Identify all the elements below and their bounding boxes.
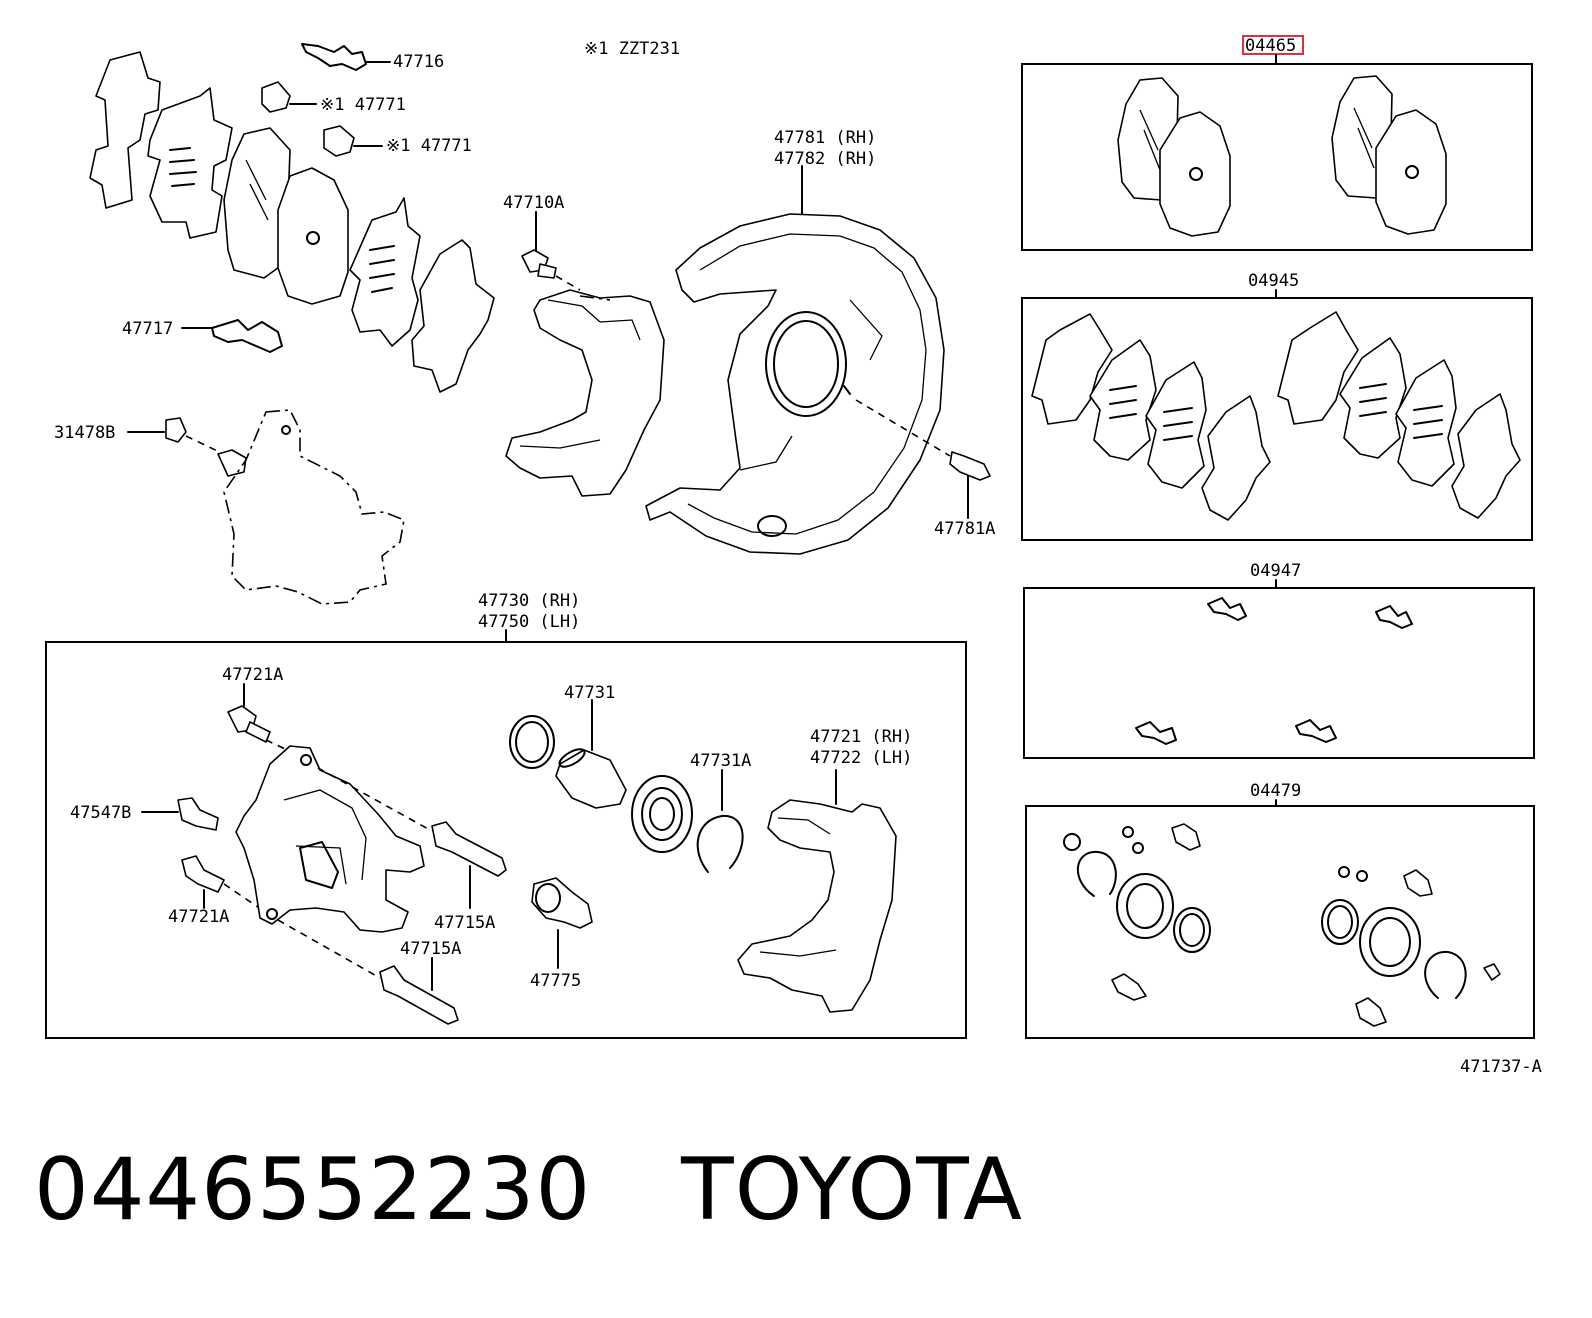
label-kit-04465: 04465 (1245, 36, 1296, 56)
clip-47716-shape (301, 43, 391, 71)
caliper-support-upper-shape (505, 289, 665, 497)
label-47716: 47716 (393, 52, 444, 72)
kit-04947-clips (1135, 597, 1413, 745)
label-47721A-bottom: 47721A (168, 907, 229, 927)
kit-04479-seals (1063, 823, 1501, 1027)
label-47721A-top: 47721A (222, 665, 283, 685)
brand-name: TOYOTA (681, 1140, 1023, 1240)
label-47731A: 47731A (690, 751, 751, 771)
pad-shim-group-left (89, 51, 495, 393)
clip-47771-mid-shape (323, 125, 383, 157)
clip-47771-top-shape (261, 81, 317, 113)
figure-code: 471737-A (1460, 1057, 1542, 1077)
label-47710A: 47710A (503, 193, 564, 213)
bleeder-47547B-shape (141, 797, 219, 831)
label-47715A-right: 47715A (434, 913, 495, 933)
mounting-47721-shape (737, 769, 897, 1013)
clip-47717-shape (181, 319, 283, 353)
label-47750-lh: 47750 (LH) (478, 612, 580, 632)
label-47717: 47717 (122, 319, 173, 339)
label-kit-04945: 04945 (1248, 271, 1299, 291)
kit-04945-shims (1031, 311, 1521, 521)
label-kit-04479: 04479 (1250, 781, 1301, 801)
guide-pin-47715A-bottom-shape (379, 957, 459, 1025)
guide-pin-47715A-right-shape (431, 821, 507, 909)
bolt-47710A-shape (521, 211, 581, 291)
label-47721-rh: 47721 (RH) (810, 727, 912, 747)
label-47731: 47731 (564, 683, 615, 703)
boot-47775-shape (531, 877, 593, 969)
label-kit-04947: 04947 (1250, 561, 1301, 581)
dust-cover-shape (645, 165, 951, 555)
label-47547B: 47547B (70, 803, 131, 823)
note-zzt231: ※1 ZZT231 (584, 39, 680, 59)
label-47722-lh: 47722 (LH) (810, 748, 912, 768)
kit-04465-box[interactable] (1021, 63, 1533, 251)
kit-04945-box[interactable] (1021, 297, 1533, 541)
caliper-body-upper-shape (127, 409, 405, 605)
kit-04465-highlight (1242, 35, 1304, 55)
label-47775: 47775 (530, 971, 581, 991)
label-47781A: 47781A (934, 519, 995, 539)
label-47782-rh: 47782 (RH) (774, 149, 876, 169)
label-47771-mid: ※1 47771 (386, 136, 472, 156)
label-47730-rh: 47730 (RH) (478, 591, 580, 611)
caliper-assembly-box (45, 641, 967, 1039)
cylinder-body-shape (235, 745, 431, 979)
label-47781-rh: 47781 (RH) (774, 128, 876, 148)
label-47715A-bottom: 47715A (400, 939, 461, 959)
kit-04479-box[interactable] (1025, 805, 1535, 1039)
part-number: 0446552230 (34, 1140, 592, 1240)
label-47771-top: ※1 47771 (320, 95, 406, 115)
bolt-47721A-top-shape (227, 683, 301, 757)
kit-04465-pads (1117, 75, 1447, 237)
part-caption: 0446552230 TOYOTA (34, 1140, 1023, 1240)
kit-04947-box[interactable] (1023, 587, 1535, 759)
bolt-47781A-shape (949, 451, 991, 519)
piston-47731-shape (509, 699, 744, 873)
label-31478B: 31478B (54, 423, 115, 443)
